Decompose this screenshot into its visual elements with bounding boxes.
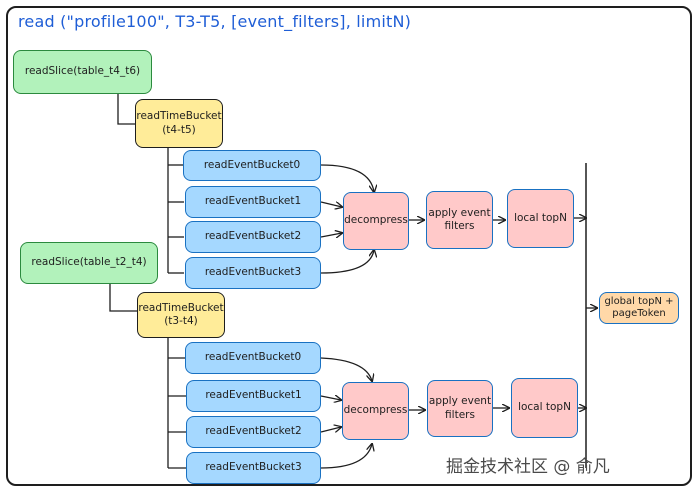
g2-event-bucket-2-label: readEventBucket2 <box>205 425 302 438</box>
g2-apply-line1: apply event <box>428 395 492 408</box>
g2-read-slice-label: readSlice(table_t2_t4) <box>31 256 147 269</box>
g1-e0-arrow <box>320 164 374 192</box>
g2-slice-to-bucket <box>109 284 137 312</box>
g2-apply-line2: filters <box>445 408 475 421</box>
g2-bucket-line2: (t3-t4) <box>164 315 198 327</box>
g2-local-topn-label: local topN <box>518 401 571 414</box>
g2-decompress: decompress <box>342 382 409 440</box>
g1-read-slice-label: readSlice(table_t4_t6) <box>24 65 141 78</box>
g2-local-topn: local topN <box>511 378 578 438</box>
g1-apply-line2: filters <box>444 220 475 232</box>
g1-apply-line1: apply event <box>428 206 491 219</box>
g1-local-topn-label: local topN <box>514 211 567 224</box>
g2-e1-arrow <box>320 396 341 400</box>
g1-local-topn: local topN <box>507 189 574 248</box>
g2-event-bucket-0-label: readEventBucket0 <box>204 351 302 364</box>
g1-e2-arrow <box>320 233 342 237</box>
g2-read-slice: readSlice(table_t2_t4) <box>20 242 158 284</box>
global-topn-box: global topN + pageToken <box>599 292 679 324</box>
g2-read-time-bucket: readTimeBucket (t3-t4) <box>137 292 225 338</box>
g1-bucket-line1: readTimeBucket <box>136 110 222 123</box>
g1-slice-to-bucket <box>117 94 136 125</box>
g2-bucket-line1: readTimeBucket <box>138 301 224 314</box>
g1-decompress-label: decompress <box>344 214 408 227</box>
g1-decompress: decompress <box>343 192 409 250</box>
g2-event-bucket-2: readEventBucket2 <box>186 416 321 448</box>
diagram-title: read ("profile100", T3-T5, [event_filter… <box>18 12 412 31</box>
g2-e2-arrow <box>320 427 341 433</box>
g2-event-bucket-1-label: readEventBucket1 <box>205 389 302 402</box>
g1-read-slice: readSlice(table_t4_t6) <box>13 50 152 94</box>
g2-apply-filters: apply event filters <box>427 380 493 437</box>
g1-read-time-bucket: readTimeBucket (t4-t5) <box>135 99 223 148</box>
g2-e3-arrow <box>320 444 372 469</box>
global-line2: pageToken <box>612 308 666 319</box>
g2-event-bucket-1: readEventBucket1 <box>186 380 321 412</box>
g2-e0-arrow <box>320 357 372 381</box>
watermark-text: 掘金技术社区 @ 俞凡 <box>446 457 610 477</box>
diagram-frame <box>6 6 692 486</box>
g2-event-bucket-3-label: readEventBucket3 <box>205 461 302 474</box>
g1-event-bucket-2-label: readEventBucket2 <box>204 230 302 243</box>
global-line1: global topN + <box>604 295 674 307</box>
g1-e1-arrow <box>320 201 342 207</box>
g2-event-bucket-0: readEventBucket0 <box>185 342 321 374</box>
g1-bucket-line2: (t4-t5) <box>162 123 196 136</box>
g1-event-bucket-3-label: readEventBucket3 <box>204 266 302 279</box>
g1-event-bucket-0: readEventBucket0 <box>183 150 321 181</box>
g1-event-bucket-1: readEventBucket1 <box>185 186 321 218</box>
g1-event-bucket-0-label: readEventBucket0 <box>203 158 301 171</box>
g2-event-bucket-3: readEventBucket3 <box>186 452 321 484</box>
g1-event-bucket-2: readEventBucket2 <box>185 221 321 253</box>
g1-apply-filters: apply event filters <box>426 191 493 249</box>
g1-event-bucket-3: readEventBucket3 <box>185 257 321 289</box>
g1-event-bucket-1-label: readEventBucket1 <box>204 195 302 208</box>
g2-decompress-label: decompress <box>343 404 408 417</box>
g1-e3-arrow <box>320 250 374 274</box>
